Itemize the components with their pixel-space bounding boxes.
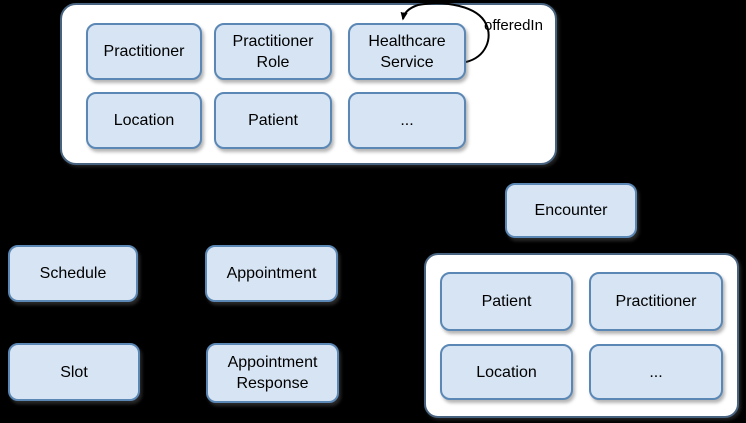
node-location-top: Location: [86, 92, 202, 149]
node-ellipsis-top: ...: [348, 92, 466, 149]
node-healthcare-service: Healthcare Service: [348, 23, 466, 80]
node-practitioner-bottom: Practitioner: [589, 272, 723, 331]
node-patient-top: Patient: [214, 92, 332, 149]
node-ellipsis-bottom: ...: [589, 344, 723, 400]
node-practitioner-top: Practitioner: [86, 23, 202, 80]
node-appointment: Appointment: [205, 245, 338, 302]
offeredin-label: offeredIn: [484, 17, 543, 34]
node-practitioner-role: Practitioner Role: [214, 23, 332, 80]
node-appointment-response: Appointment Response: [206, 343, 339, 403]
node-encounter: Encounter: [505, 183, 637, 238]
node-slot: Slot: [8, 343, 140, 401]
node-schedule: Schedule: [8, 245, 138, 302]
node-patient-bottom: Patient: [440, 272, 573, 331]
node-location-bottom: Location: [440, 344, 573, 400]
